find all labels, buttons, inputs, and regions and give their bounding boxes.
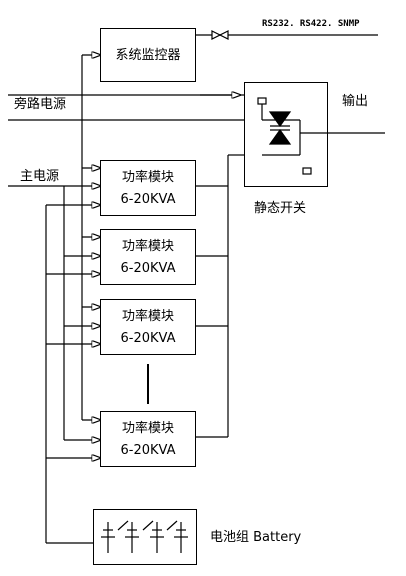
static-switch-label: 静态开关 xyxy=(254,201,307,216)
system-monitor-box: 系统监控器 xyxy=(100,28,196,82)
module-inputs xyxy=(46,168,100,458)
output-label: 输出 xyxy=(342,94,369,109)
static-switch-box xyxy=(244,82,328,187)
power-module-2: 功率模块 6-20KVA xyxy=(100,229,196,285)
power-module-3: 功率模块 6-20KVA xyxy=(100,299,196,355)
power-module-rating: 6-20KVA xyxy=(120,331,176,346)
power-module-1: 功率模块 6-20KVA xyxy=(100,160,196,216)
power-module-rating: 6-20KVA xyxy=(120,443,176,458)
battery-icon xyxy=(101,520,188,553)
power-module-4: 功率模块 6-20KVA xyxy=(100,411,196,467)
battery-label: 电池组 Battery xyxy=(210,530,302,545)
power-module-title: 功率模块 xyxy=(121,421,174,436)
module-outputs xyxy=(196,154,244,438)
comm-double-arrow-icon xyxy=(211,30,229,40)
power-module-title: 功率模块 xyxy=(121,170,174,185)
system-monitor-label: 系统监控器 xyxy=(115,48,181,63)
comm-protocols-label: RS232. RS422. SNMP xyxy=(262,19,360,29)
power-module-title: 功率模块 xyxy=(121,239,174,254)
main-power-label: 主电源 xyxy=(20,169,60,184)
battery-box xyxy=(93,509,197,565)
bypass-power-label: 旁路电源 xyxy=(14,97,67,112)
power-module-rating: 6-20KVA xyxy=(120,192,176,207)
power-module-rating: 6-20KVA xyxy=(120,261,176,276)
thyristor-icon xyxy=(257,97,328,175)
power-module-title: 功率模块 xyxy=(121,309,174,324)
